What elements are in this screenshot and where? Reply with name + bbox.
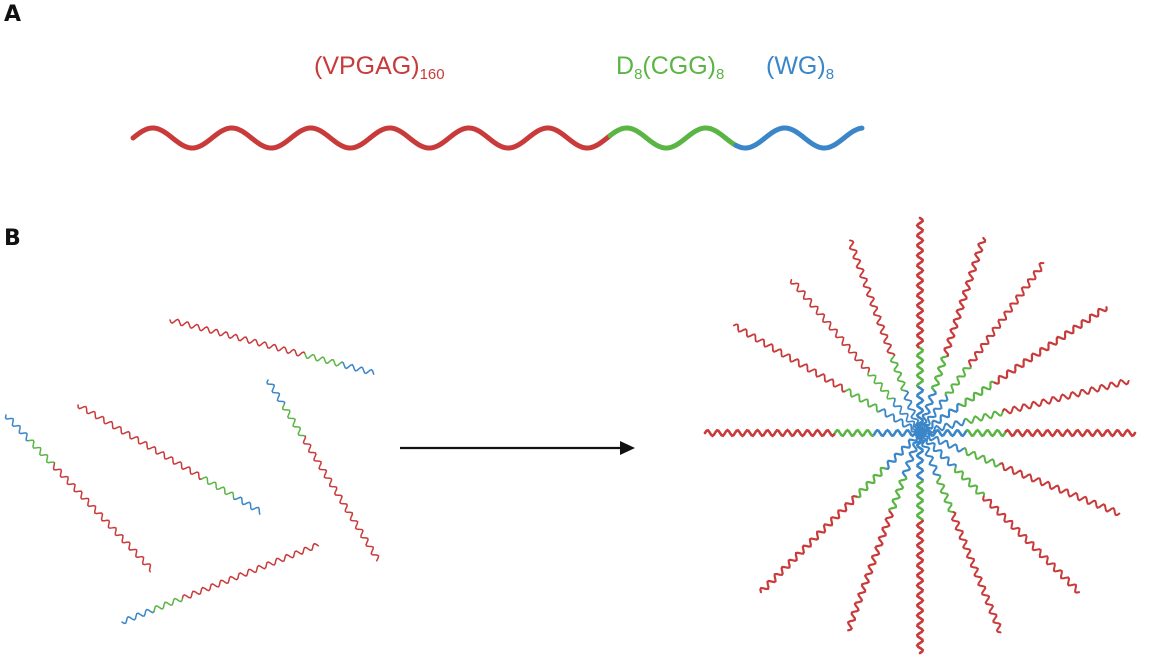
micelle-arm-13-blue-core [871, 428, 922, 438]
micelle-arm-6-blue-core [918, 428, 969, 438]
free-chain-5-blue-segment [121, 608, 155, 625]
micelle-arm-11-blue-core [901, 431, 922, 479]
free-polypeptide-chains [4, 318, 380, 625]
free-chain-2-green-segment [201, 476, 235, 500]
free-chain-3-green-segment [27, 439, 56, 464]
free-chain-3-red-segment [52, 462, 152, 573]
micelle-arm-3-green-segment [944, 365, 972, 396]
micelle-arm-11-green-segment [887, 475, 908, 513]
free-chain-4-blue-segment [266, 379, 286, 406]
free-chain-2-blue-segment [233, 496, 261, 515]
polypeptide-chain-schematic [130, 125, 865, 151]
micelle-arm-11-red-corona [846, 510, 895, 632]
cgg-label-subscript: 8 [716, 66, 725, 83]
cgg-label-prefix-subscript: 8 [634, 66, 643, 83]
free-chain-3-blue-segment [4, 414, 30, 442]
micelle-arm-5-red-corona [1002, 378, 1130, 415]
micelle-arm-12-green-segment [855, 466, 887, 499]
free-chain-1-red-segment [169, 318, 306, 357]
micelle-arm-15-blue-core [876, 408, 921, 434]
panel-label-a: A [4, 2, 22, 27]
cgg-segment-label: D8(CGG)8 [616, 52, 724, 83]
micelle-arm-14-blue-core [892, 397, 922, 434]
micelle-arm-2-blue-core [918, 388, 937, 435]
micelle-arm-9-red-corona [950, 511, 1002, 634]
free-chain-4-red-segment [302, 435, 380, 562]
micelle-arm-3-red-corona [967, 261, 1045, 368]
vpgag-block [130, 125, 613, 151]
micelle-arm-16-blue-core [903, 389, 923, 434]
micelle-arm-13-green-segment [832, 428, 874, 438]
free-chain-4-green-segment [282, 404, 307, 437]
free-chain-5-red-segment [181, 542, 320, 599]
micelle-arm-16-red-corona [848, 239, 896, 356]
micelle-arm-1-blue-core [915, 384, 925, 435]
free-chain-5-green-segment [153, 596, 184, 613]
cgg-block [607, 125, 739, 151]
micelle-arm-6-green-segment [966, 428, 1008, 438]
micelle-arm-14-green-segment [866, 370, 894, 400]
micelle-arm-8-red-corona [982, 495, 1081, 594]
micelle-arm-7-green-segment [963, 447, 1002, 468]
micelle-arm-4-blue-core [918, 402, 962, 436]
micelle-arm-10-blue-core [915, 431, 925, 483]
micelle-arm-3-blue-core [919, 393, 949, 435]
vpgag-segment-label: (VPGAG)160 [314, 52, 445, 83]
micelle-arm-16-green-segment [889, 354, 906, 392]
vpgag-label-text: (VPGAG) [314, 52, 420, 80]
micelle-arm-15-red-corona [732, 323, 846, 393]
free-chain-1-blue-segment [341, 361, 375, 375]
micelle-arm-14-red-corona [789, 278, 871, 373]
cgg-label-prefix: D [616, 52, 635, 80]
vpgag-label-subscript: 160 [419, 66, 445, 83]
wg-block [733, 125, 865, 151]
micelle-arm-4-red-corona [993, 306, 1108, 385]
micelle-arm-13-red-corona [703, 428, 836, 438]
micelle-arm-9-green-segment [935, 474, 955, 514]
wg-segment-label: (WG)8 [766, 52, 834, 83]
micelle-arm-6-red-corona [1004, 428, 1137, 438]
micelle-arm-10-green-segment [915, 480, 925, 523]
micelle-arm-2-red-corona [943, 236, 987, 357]
cgg-label-text: (CGG) [642, 52, 717, 80]
arrow-head [620, 441, 635, 455]
micelle-arm-1-red-corona [915, 216, 925, 349]
micelle-arm-12-red-corona [759, 494, 858, 594]
micelle-arm-7-blue-core [919, 431, 966, 453]
assembly-arrow [400, 441, 635, 455]
micelle-arm-15-green-segment [843, 388, 879, 413]
micelle-arm-8-green-segment [953, 466, 986, 498]
panel-label-b: B [4, 226, 21, 251]
micelle-star-assembly [703, 216, 1137, 655]
micelle-arm-1-green-segment [915, 345, 925, 387]
micelle-arm-5-blue-core [919, 417, 967, 436]
free-chain-1-green-segment [304, 352, 343, 367]
micelle-arm-4-green-segment [959, 380, 996, 408]
wg-label-subscript: 8 [825, 66, 835, 83]
free-chain-2-red-segment [77, 404, 203, 481]
micelle-arm-10-red-corona [915, 519, 925, 655]
wg-label-text: (WG) [766, 52, 826, 80]
micelle-arm-7-red-corona [999, 462, 1121, 517]
micelle-arm-2-green-segment [931, 354, 949, 392]
micelle-arm-9-blue-core [917, 432, 942, 477]
micelle-arm-5-green-segment [964, 409, 1005, 425]
micelle-arm-8-blue-core [918, 432, 957, 469]
micelle-arm-12-blue-core [884, 431, 922, 470]
